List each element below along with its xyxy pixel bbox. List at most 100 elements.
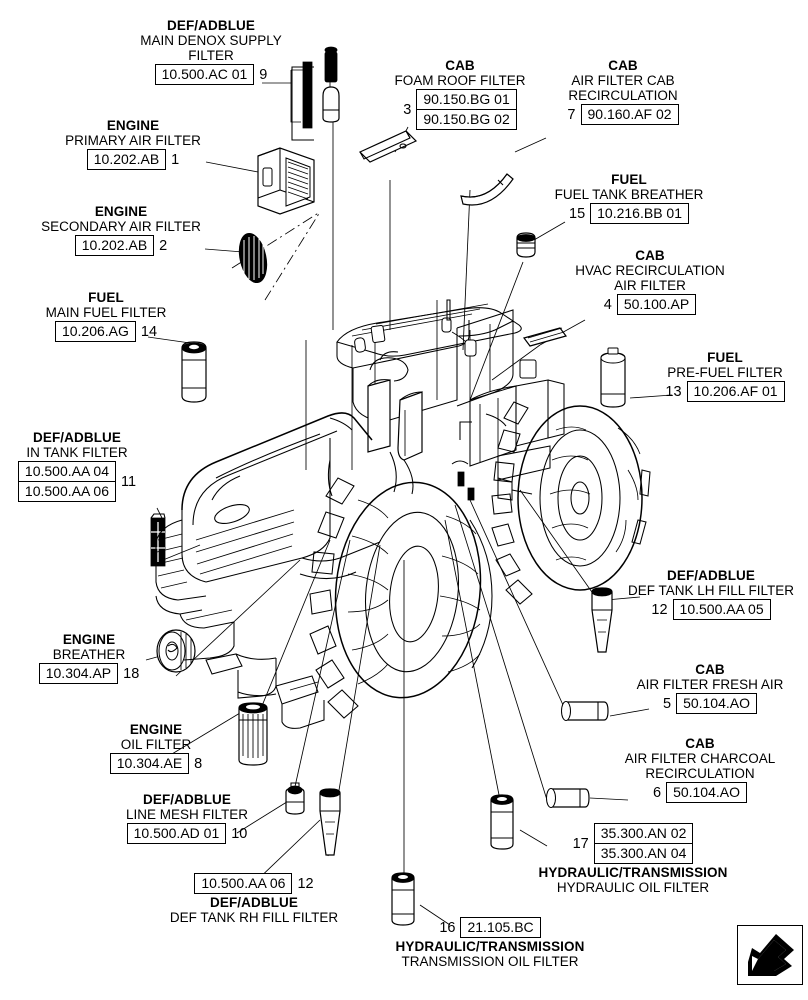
part-number-stack: 10.202.AB xyxy=(86,149,167,170)
part-number-stack: 10.500.AD 01 xyxy=(126,823,227,844)
item-index: 9 xyxy=(259,66,268,83)
item-index: 16 xyxy=(439,919,456,936)
part-number[interactable]: 35.300.AN 04 xyxy=(593,844,694,864)
part-number[interactable]: 10.500.AC 01 xyxy=(154,64,255,85)
callout-group: DEF/ADBLUE xyxy=(33,430,121,445)
part-number-stack: 10.216.BB 01 xyxy=(590,203,689,224)
part-number[interactable]: 10.304.AP xyxy=(38,663,119,684)
part-number[interactable]: 35.300.AN 02 xyxy=(593,823,694,844)
part-number-stack: 10.500.AA 05 xyxy=(672,599,771,620)
part-number[interactable]: 90.160.AF 02 xyxy=(580,104,679,125)
callout-group: CAB xyxy=(685,736,715,751)
part-number[interactable]: 10.500.AA 06 xyxy=(194,873,293,894)
part-number[interactable]: 10.304.AE xyxy=(109,753,190,774)
callout-air-filter-charcoal-recirculation[interactable]: CAB AIR FILTER CHARCOAL RECIRCULATION 6 … xyxy=(600,736,800,803)
callout-name-line-1: IN TANK FILTER xyxy=(26,445,128,460)
callout-name-line-1: TRANSMISSION OIL FILTER xyxy=(401,954,579,969)
callout-group: HYDRAULIC/TRANSMISSION xyxy=(395,939,585,954)
callout-primary-air-filter[interactable]: ENGINE PRIMARY AIR FILTER 10.202.AB 1 xyxy=(58,118,208,170)
callout-name-line-1: HYDRAULIC OIL FILTER xyxy=(556,880,710,895)
callout-group: CAB xyxy=(445,58,475,73)
item-index: 7 xyxy=(567,106,576,123)
callout-def-tank-rh-fill-filter[interactable]: 10.500.AA 06 12 DEF/ADBLUE DEF TANK RH F… xyxy=(140,872,368,925)
callout-main-denox-supply-filter[interactable]: DEF/ADBLUE MAIN DENOX SUPPLY FILTER 10.5… xyxy=(131,18,291,85)
part-12-def-lh-fill-filter xyxy=(591,587,613,653)
part-number-stack: 10.206.AG xyxy=(54,321,136,342)
part-number-stack: 50.104.AO xyxy=(676,693,757,714)
callout-name-line-1: FUEL TANK BREATHER xyxy=(554,187,704,202)
item-index: 13 xyxy=(665,383,682,400)
callout-def-tank-lh-fill-filter[interactable]: DEF/ADBLUE DEF TANK LH FILL FILTER 12 10… xyxy=(622,568,800,620)
part-number[interactable]: 50.104.AO xyxy=(666,782,747,803)
part-number-stack: 50.100.AP xyxy=(616,294,697,315)
item-index: 6 xyxy=(652,784,662,801)
callout-transmission-oil-filter[interactable]: 16 21.105.BC HYDRAULIC/TRANSMISSION TRAN… xyxy=(382,916,598,969)
part-number[interactable]: 10.202.AB xyxy=(74,235,155,256)
part-number[interactable]: 10.202.AB xyxy=(86,149,167,170)
air-filter-center-axis xyxy=(231,211,321,301)
part-number[interactable]: 90.150.BG 02 xyxy=(416,110,517,130)
callout-group: FUEL xyxy=(88,290,124,305)
callout-engine-breather[interactable]: ENGINE BREATHER 10.304.AP 18 xyxy=(34,632,144,684)
callout-name-line-2: FILTER xyxy=(188,48,234,63)
item-index: 14 xyxy=(140,323,158,340)
callout-air-filter-cab-recirculation[interactable]: CAB AIR FILTER CAB RECIRCULATION 7 90.16… xyxy=(544,58,702,125)
item-index: 5 xyxy=(662,695,672,712)
callout-group: DEF/ADBLUE xyxy=(143,792,231,807)
part-11-in-tank-filter xyxy=(150,513,166,567)
part-number-stack: 90.150.BG 01 90.150.BG 02 xyxy=(416,89,517,130)
part-number[interactable]: 10.206.AF 01 xyxy=(686,381,785,402)
item-index: 4 xyxy=(603,296,612,313)
part-number[interactable]: 10.500.AA 04 xyxy=(17,461,116,482)
callout-engine-oil-filter[interactable]: ENGINE OIL FILTER 10.304.AE 8 xyxy=(100,722,212,774)
callout-fuel-tank-breather[interactable]: FUEL FUEL TANK BREATHER 15 10.216.BB 01 xyxy=(540,172,718,224)
callout-air-filter-fresh-air[interactable]: CAB AIR FILTER FRESH AIR 5 50.104.AO xyxy=(620,662,800,714)
callout-group: DEF/ADBLUE xyxy=(167,18,255,33)
callout-hvac-recirculation-air-filter[interactable]: CAB HVAC RECIRCULATION AIR FILTER 4 50.1… xyxy=(566,248,734,315)
callout-name-line-1: FOAM ROOF FILTER xyxy=(394,73,526,88)
callout-foam-roof-filter[interactable]: CAB FOAM ROOF FILTER 3 90.150.BG 01 90.1… xyxy=(386,58,534,130)
part-number-stack: 35.300.AN 02 35.300.AN 04 xyxy=(593,823,694,864)
callout-name-line-1: HVAC RECIRCULATION xyxy=(575,263,725,278)
part-number[interactable]: 21.105.BC xyxy=(460,917,541,938)
part-number[interactable]: 50.100.AP xyxy=(616,294,697,315)
part-number[interactable]: 10.500.AD 01 xyxy=(126,823,227,844)
callout-name-line-1: DEF TANK RH FILL FILTER xyxy=(169,910,339,925)
item-index: 17 xyxy=(572,835,589,852)
part-number-stack: 10.500.AA 04 10.500.AA 06 xyxy=(17,461,116,502)
part-number-stack: 90.160.AF 02 xyxy=(580,104,679,125)
part-number[interactable]: 10.500.AA 05 xyxy=(672,599,771,620)
rear-wheel xyxy=(491,401,651,605)
callout-in-tank-filter[interactable]: DEF/ADBLUE IN TANK FILTER 10.500.AA 04 1… xyxy=(12,430,142,502)
part-number[interactable]: 10.216.BB 01 xyxy=(590,203,689,224)
part-7-cab-recirc-filter xyxy=(460,173,514,206)
callout-group: ENGINE xyxy=(129,722,183,737)
item-index: 18 xyxy=(123,665,140,682)
part-number[interactable]: 90.150.BG 01 xyxy=(416,89,517,110)
arrow-logo-icon xyxy=(748,934,794,976)
item-index: 11 xyxy=(121,473,137,490)
part-number[interactable]: 10.206.AG xyxy=(54,321,136,342)
part-6-air-filter-charcoal xyxy=(546,788,590,808)
callout-name-line-1: LINE MESH FILTER xyxy=(125,807,249,822)
part-number[interactable]: 50.104.AO xyxy=(676,693,757,714)
callout-name-line-1: DEF TANK LH FILL FILTER xyxy=(627,583,795,598)
callout-pre-fuel-filter[interactable]: FUEL PRE-FUEL FILTER 13 10.206.AF 01 xyxy=(650,350,800,402)
callout-line-mesh-filter[interactable]: DEF/ADBLUE LINE MESH FILTER 10.500.AD 01… xyxy=(112,792,262,844)
part-number-stack: 10.206.AF 01 xyxy=(686,381,785,402)
part-number[interactable]: 10.500.AA 06 xyxy=(17,482,116,502)
part-5-air-filter-fresh-air xyxy=(561,701,609,721)
callout-group: CAB xyxy=(635,248,665,263)
part-number-stack: 50.104.AO xyxy=(666,782,747,803)
part-14-main-fuel-filter xyxy=(181,341,207,403)
callout-main-fuel-filter[interactable]: FUEL MAIN FUEL FILTER 10.206.AG 14 xyxy=(32,290,180,342)
part-10-line-mesh-filter xyxy=(285,782,305,815)
callout-hydraulic-oil-filter[interactable]: 17 35.300.AN 02 35.300.AN 04 HYDRAULIC/T… xyxy=(518,822,748,895)
callout-secondary-air-filter[interactable]: ENGINE SECONDARY AIR FILTER 10.202.AB 2 xyxy=(32,204,210,256)
callout-name-line-1: MAIN DENOX SUPPLY xyxy=(140,33,282,48)
item-index: 1 xyxy=(171,151,180,168)
callout-group: DEF/ADBLUE xyxy=(667,568,755,583)
front-wheel xyxy=(309,477,482,719)
part-number-stack: 10.500.AC 01 xyxy=(154,64,255,85)
